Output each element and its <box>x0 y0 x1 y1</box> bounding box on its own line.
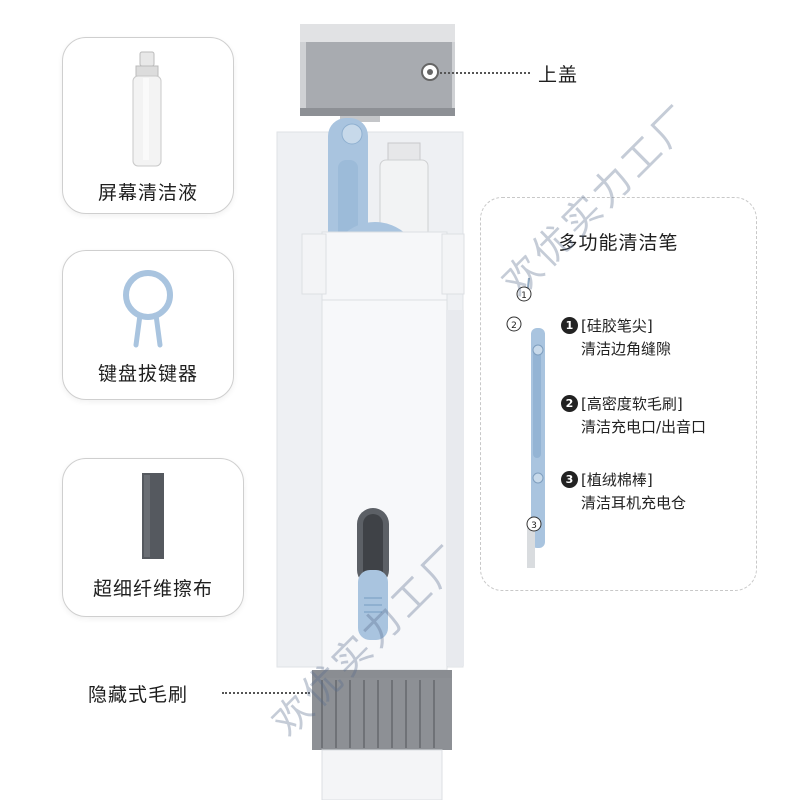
pen-marker-1-text: 1 <box>521 291 527 301</box>
pen-marker-3 <box>526 516 542 532</box>
keycap-puller-card: 键盘拔键器 <box>62 250 234 400</box>
pen-panel-title: 多功能清洁笔 <box>558 232 679 254</box>
pen-marker-2 <box>506 316 522 332</box>
screen-cleaner-card: 屏幕清洁液 <box>62 37 234 214</box>
microfiber-cloth-label: 超细纤维擦布 <box>92 578 213 600</box>
pen-diagram: 1 2 3 <box>506 277 545 568</box>
spray-bottle-part <box>379 142 429 246</box>
feature-1-desc: 清洁边角缝隙 <box>581 340 672 358</box>
hidden-brush-leader <box>222 692 310 694</box>
top-cap-label: 上盖 <box>538 64 579 86</box>
feature-2-number: 2 <box>561 395 578 412</box>
microfiber-cloth-card: 超细纤维擦布 <box>62 458 244 617</box>
top-cap-part <box>300 24 455 122</box>
feature-2-desc: 清洁充电口/出音口 <box>581 418 707 436</box>
spray-bottle-icon <box>132 51 162 167</box>
feature-1-title: 硅胶笔尖 <box>581 315 671 338</box>
hidden-brush-part <box>312 670 452 800</box>
brush-slider <box>357 508 389 640</box>
feature-2-title: 高密度软毛刷 <box>581 393 706 416</box>
pen-marker-1 <box>516 286 532 302</box>
pen-feature-panel: 多功能清洁笔 1 2 3 1 硅胶笔尖 清洁边角缝隙 2 高密度软毛刷 清洁充电… <box>480 197 757 591</box>
top-cap-leader <box>440 72 530 74</box>
pen-marker-2-text: 2 <box>511 321 517 331</box>
feature-3-title: 植绒棉棒 <box>581 469 686 492</box>
feature-3-desc: 清洁耳机充电仓 <box>581 494 687 512</box>
keycap-puller-icon <box>123 270 173 348</box>
pen-feature-1: 1 硅胶笔尖 清洁边角缝隙 <box>561 315 672 361</box>
keycap-puller-label: 键盘拔键器 <box>97 363 198 385</box>
screen-cleaner-label: 屏幕清洁液 <box>97 182 198 204</box>
pen-feature-3: 3 植绒棉棒 清洁耳机充电仓 <box>561 469 687 515</box>
hidden-brush-label: 隐藏式毛刷 <box>88 684 189 706</box>
feature-1-number: 1 <box>561 317 578 334</box>
microfiber-cloth-icon <box>142 473 164 559</box>
pen-feature-2: 2 高密度软毛刷 清洁充电口/出音口 <box>561 393 707 439</box>
pen-marker-3-text: 3 <box>531 521 537 531</box>
feature-3-number: 3 <box>561 471 578 488</box>
